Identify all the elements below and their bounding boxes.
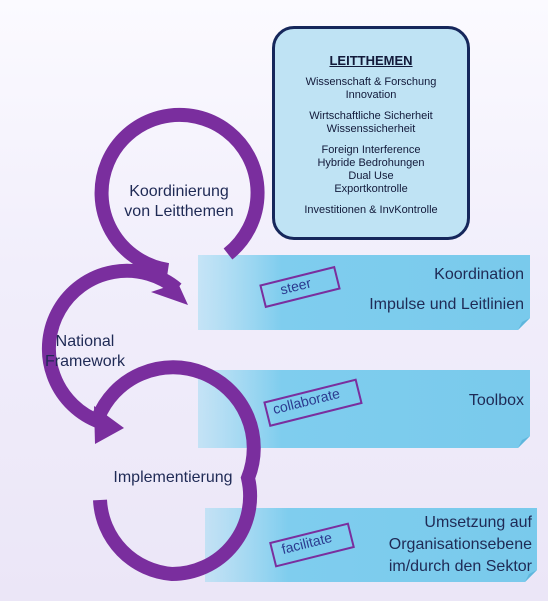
- band-line: Organisationsebene: [388, 536, 532, 553]
- band-line: Umsetzung auf: [424, 514, 532, 531]
- band-line: Toolbox: [468, 392, 524, 409]
- leitthemen-item: Wirtschaftliche Sicherheit: [309, 110, 433, 122]
- leitthemen-item: Hybride Bedrohungen: [317, 157, 425, 169]
- leitthemen-item: Investitionen & InvKontrolle: [304, 204, 438, 216]
- label-line: Implementierung: [113, 469, 233, 486]
- band-facilitate-text: Umsetzung auf Organisationsebene im/durc…: [292, 512, 532, 578]
- label-koordinierung: Koordinierung von Leitthemen: [104, 182, 254, 222]
- leitthemen-item: Foreign Interference: [321, 144, 421, 156]
- leitthemen-group-1: Wissenschaft & Forschung Innovation: [275, 76, 467, 102]
- leitthemen-group-3: Foreign Interference Hybride Bedrohungen…: [275, 144, 467, 196]
- band-line: im/durch den Sektor: [388, 558, 532, 575]
- band-line: Koordination: [434, 266, 524, 283]
- arc-bottom: [91, 360, 261, 582]
- label-line: National: [55, 333, 115, 350]
- leitthemen-title: LEITTHEMEN: [329, 53, 413, 68]
- label-line: Framework: [44, 353, 125, 370]
- leitthemen-item: Innovation: [345, 89, 397, 101]
- label-implementierung: Implementierung: [98, 468, 248, 488]
- label-line: von Leitthemen: [124, 203, 234, 220]
- band-steer-text: Koordination Impulse und Leitlinien: [264, 262, 524, 318]
- band-steer: [198, 255, 530, 330]
- arc-top: [94, 107, 265, 305]
- tag-facilitate: [269, 522, 355, 568]
- tag-steer: [259, 265, 341, 309]
- leitthemen-item: Dual Use: [348, 170, 394, 182]
- leitthemen-box: LEITTHEMEN Wissenschaft & Forschung Inno…: [272, 26, 470, 240]
- label-line: Koordinierung: [129, 183, 229, 200]
- tag-collaborate: [263, 378, 363, 427]
- leitthemen-item: Wissenssicherheit: [326, 123, 416, 135]
- band-line: Impulse und Leitlinien: [369, 296, 524, 313]
- leitthemen-item: Exportkontrolle: [334, 183, 408, 195]
- leitthemen-group-4: Investitionen & InvKontrolle: [275, 204, 467, 217]
- band-collaborate-text: Toolbox: [324, 388, 524, 414]
- band-collaborate: [198, 370, 530, 448]
- leitthemen-group-2: Wirtschaftliche Sicherheit Wissenssicher…: [275, 110, 467, 136]
- leitthemen-item: Wissenschaft & Forschung: [305, 76, 437, 88]
- label-national-framework: National Framework: [30, 332, 140, 372]
